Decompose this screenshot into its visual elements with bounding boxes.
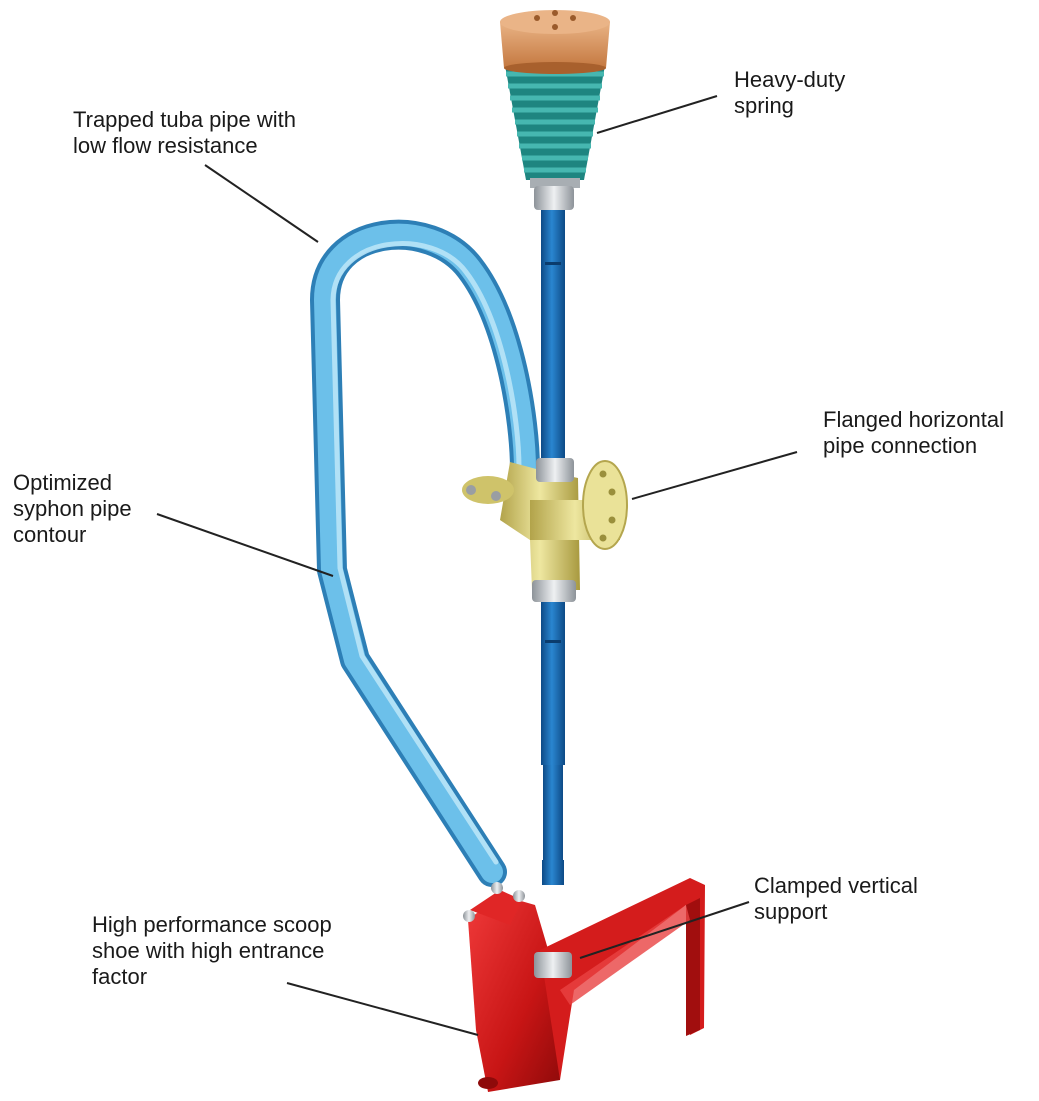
spring-assembly [500,10,610,210]
label-clamped-vertical-support: Clamped vertical support [754,873,918,925]
label-line: Flanged horizontal [823,407,1004,433]
label-line: Optimized [13,470,132,496]
leader-line-spring [597,96,717,133]
syphon-pipe [325,235,525,872]
label-line: syphon pipe [13,496,132,522]
label-line: Heavy-duty [734,67,845,93]
label-optimized-syphon-pipe-contour: Optimized syphon pipe contour [13,470,132,548]
flanged-fitting [462,458,627,602]
label-line: support [754,899,918,925]
leader-line-syphon [157,514,333,576]
label-trapped-tuba-pipe: Trapped tuba pipe with low flow resistan… [73,107,296,159]
label-heavy-duty-spring: Heavy-duty spring [734,67,845,119]
label-line: pipe connection [823,433,1004,459]
label-high-performance-scoop-shoe: High performance scoop shoe with high en… [92,912,332,990]
label-line: High performance scoop [92,912,332,938]
label-line: low flow resistance [73,133,296,159]
leader-line-tuba-pipe [205,165,318,242]
leader-line-scoop [287,983,478,1035]
label-flanged-horizontal-pipe-connection: Flanged horizontal pipe connection [823,407,1004,459]
label-line: Clamped vertical [754,873,918,899]
label-line: Trapped tuba pipe with [73,107,296,133]
leader-line-flange [632,452,797,499]
label-line: shoe with high entrance [92,938,332,964]
scoop-shoe [463,878,705,1092]
label-line: factor [92,964,332,990]
label-line: contour [13,522,132,548]
label-line: spring [734,93,845,119]
